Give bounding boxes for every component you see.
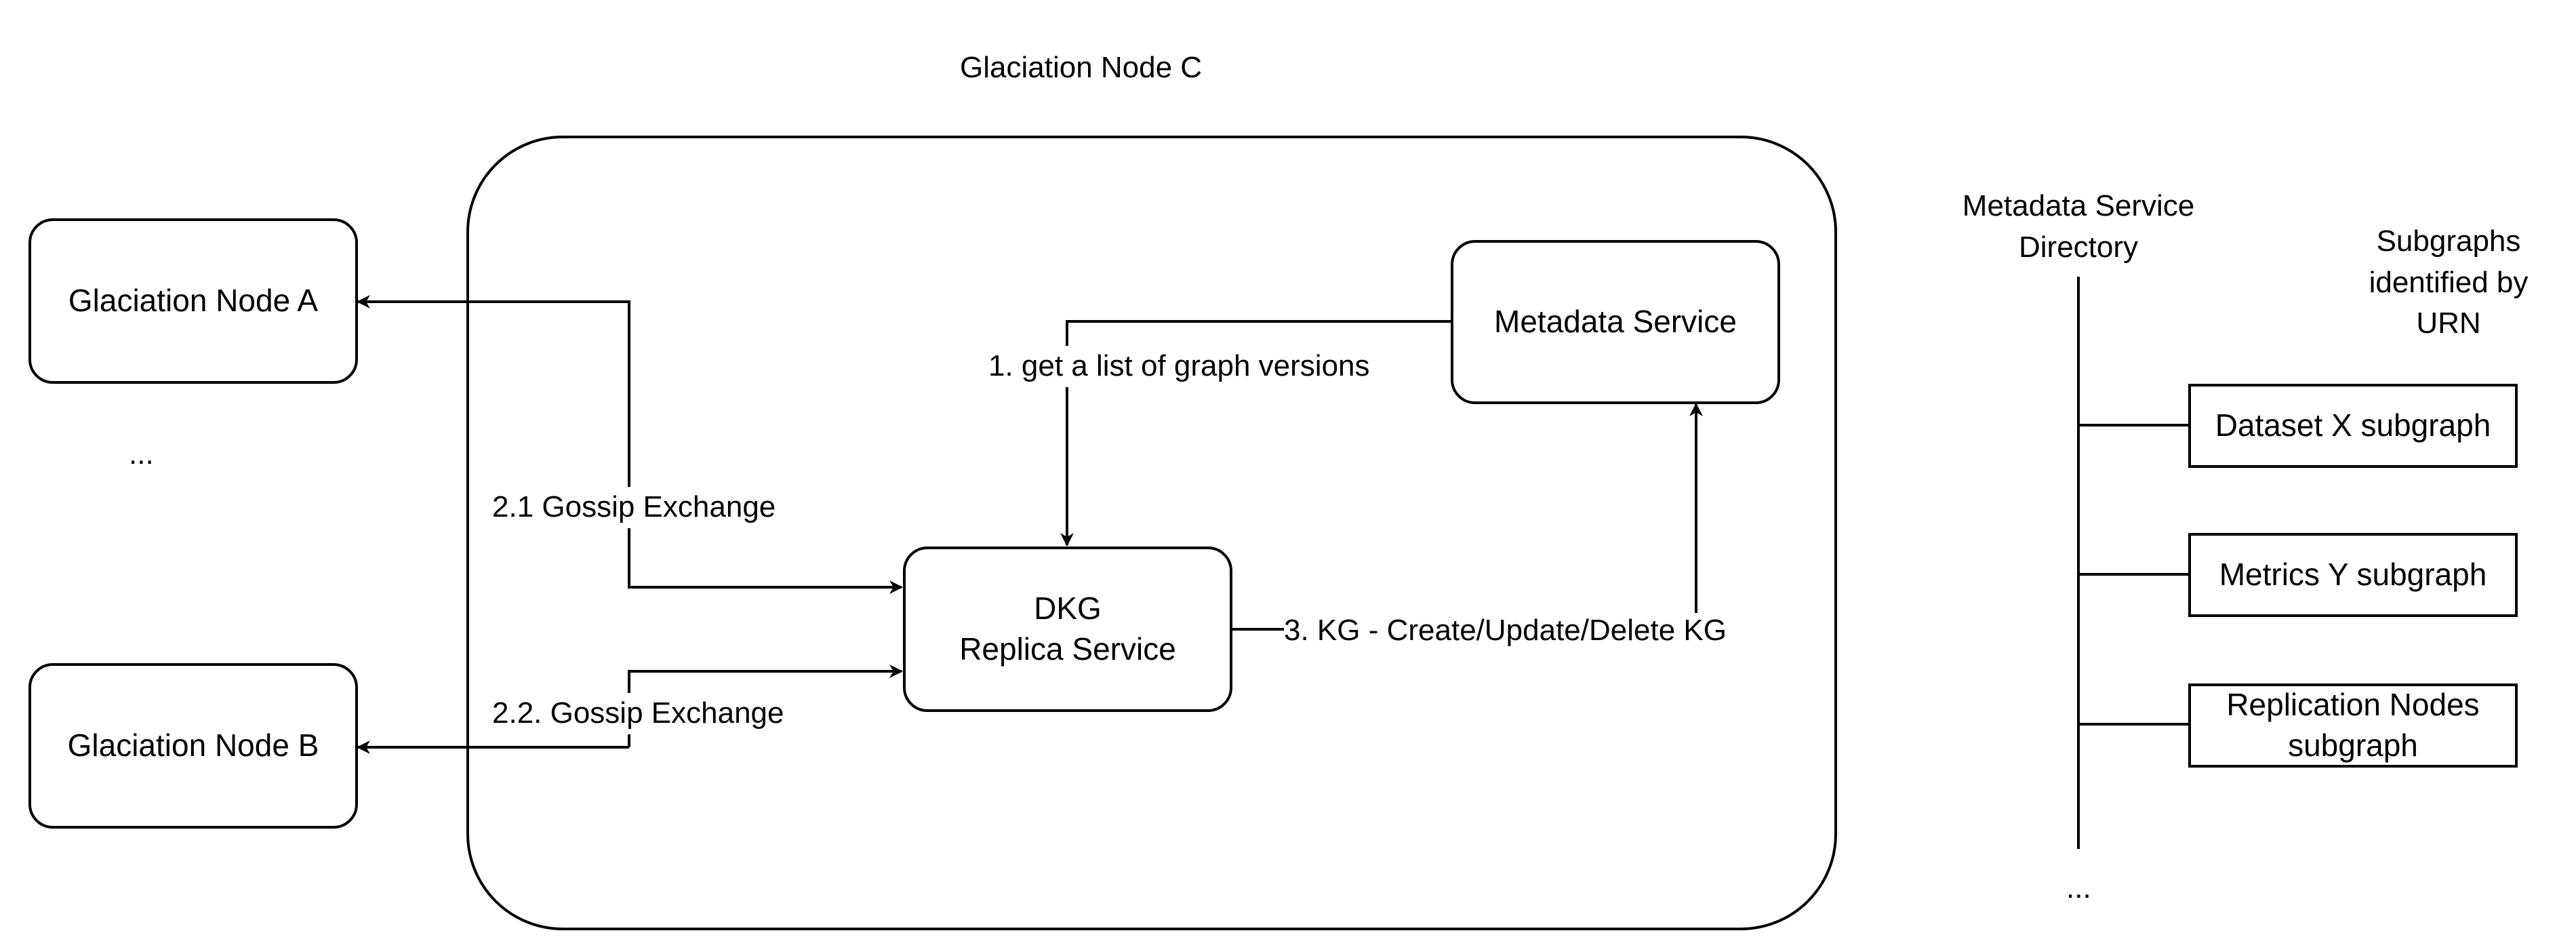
edge-gossip-a-to-dkg bbox=[628, 529, 903, 594]
edge-label-get-versions: 1. get a list of graph versions bbox=[988, 346, 1370, 387]
subgraphs-caption-line2: identified by bbox=[2369, 265, 2529, 299]
edge-label-kg-crud: 3. KG - Create/Update/Delete KG bbox=[1284, 614, 1727, 647]
node-a-label: Glaciation Node A bbox=[68, 283, 319, 319]
subgraph-item-label-line1: Replication Nodes bbox=[2226, 687, 2480, 723]
ellipsis-left: ... bbox=[129, 437, 154, 471]
directory-title-line2: Directory bbox=[2018, 230, 2139, 264]
directory-title: Metadata Service Directory bbox=[1946, 186, 2211, 268]
subgraph-item-label-line2: subgraph bbox=[2288, 728, 2418, 763]
node-c-title: Glaciation Node C bbox=[960, 51, 1203, 84]
dkg-replica-service-box[interactable]: DKG Replica Service bbox=[903, 547, 1232, 712]
ellipsis-bottom: ... bbox=[2066, 871, 2091, 905]
subgraph-item-label: Dataset X subgraph bbox=[2215, 408, 2491, 443]
edge-get-versions bbox=[1060, 320, 1452, 547]
subgraph-item-label: Metrics Y subgraph bbox=[2219, 557, 2487, 593]
subgraphs-caption-line3: URN bbox=[2416, 306, 2481, 340]
node-c-container bbox=[466, 136, 1837, 930]
edge-label-gossip-b: 2.2. Gossip Exchange bbox=[492, 693, 784, 734]
subgraph-item-dataset[interactable]: Dataset X subgraph bbox=[2188, 384, 2518, 468]
dkg-label-line1: DKG bbox=[1034, 591, 1102, 627]
directory-title-line1: Metadata Service bbox=[1962, 189, 2195, 222]
subgraph-item-replication-nodes[interactable]: Replication Nodes subgraph bbox=[2188, 683, 2518, 768]
metadata-service-box[interactable]: Metadata Service bbox=[1451, 240, 1780, 404]
node-a-box[interactable]: Glaciation Node A bbox=[28, 218, 358, 384]
metadata-service-label: Metadata Service bbox=[1494, 304, 1737, 340]
subgraph-item-metrics[interactable]: Metrics Y subgraph bbox=[2188, 533, 2518, 617]
node-b-box[interactable]: Glaciation Node B bbox=[28, 663, 358, 829]
subgraphs-caption: Subgraphs identified by URN bbox=[2343, 221, 2554, 344]
edge-label-gossip-a: 2.1 Gossip Exchange bbox=[492, 487, 776, 528]
subgraphs-caption-line1: Subgraphs bbox=[2376, 224, 2521, 258]
node-b-label: Glaciation Node B bbox=[67, 728, 319, 763]
dkg-label-line2: Replica Service bbox=[959, 631, 1176, 667]
edge-gossip-a-to-node-a bbox=[357, 295, 630, 529]
